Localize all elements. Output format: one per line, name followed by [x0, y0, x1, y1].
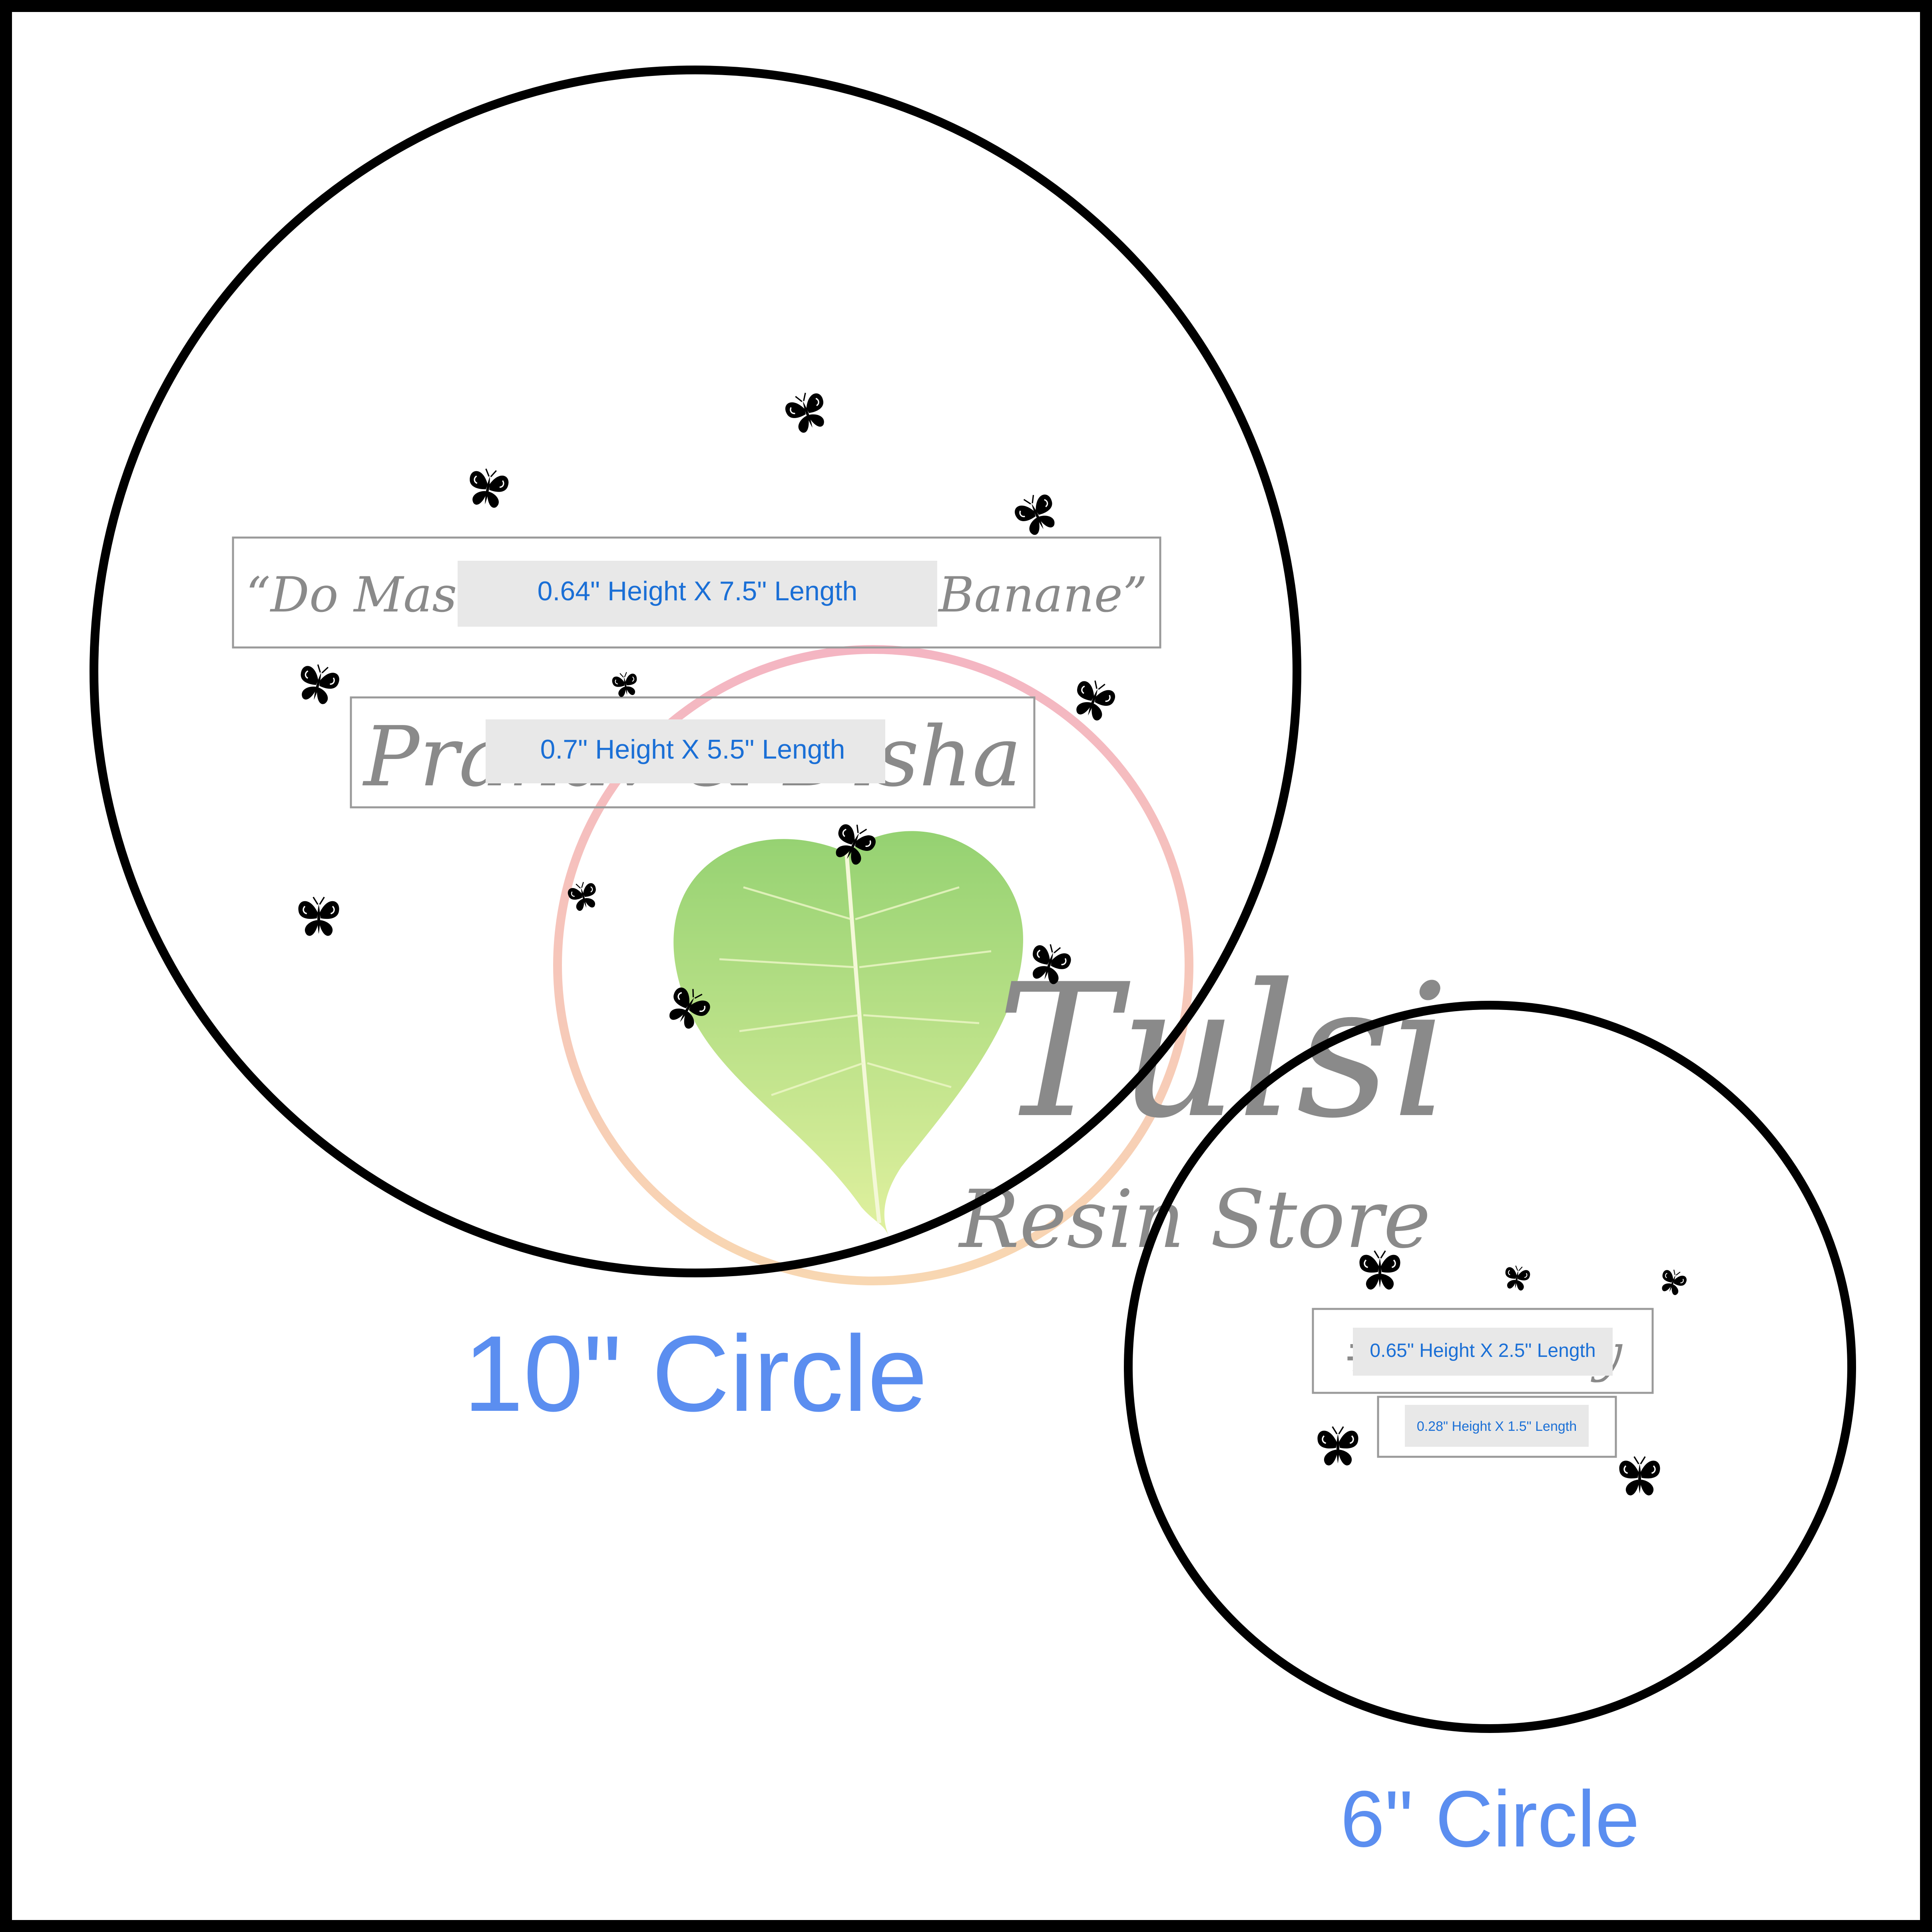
hashtag-text-box: [1312, 1308, 1654, 1394]
hashtag-dimension-badge: [1353, 1328, 1613, 1376]
names-dimension-label: 0.7" Height X 5.5" Length: [540, 734, 845, 765]
quote-dimension-label: 0.64" Height X 7.5" Length: [538, 576, 858, 606]
date-text-box: [1377, 1396, 1617, 1458]
hashtag-dimension-label: 0.65" Height X 2.5" Length: [1370, 1340, 1595, 1361]
date-dimension-badge: [1405, 1405, 1589, 1447]
small-circle-outline: [1124, 1001, 1856, 1733]
quote-dimension-badge: [458, 561, 937, 627]
peepal-leaf-icon: [673, 831, 1023, 1237]
small-circle-caption: 6" Circle: [1340, 1775, 1640, 1864]
date-dimension-label: 0.28" Height X 1.5" Length: [1417, 1419, 1577, 1434]
large-circle-caption: 10" Circle: [463, 1314, 927, 1434]
large-circle-outline: [90, 66, 1301, 1277]
watermark-ring: [553, 645, 1193, 1285]
watermark-brand-subtitle: Resin Store: [958, 1173, 1431, 1266]
large-circle-group: “Do Mastane Chale Zindagi Banane” 0.64" …: [90, 66, 1301, 1434]
small-circle-group: #PD Story 0.65" Height X 2.5" Length 7.1…: [1124, 1001, 1856, 1864]
names-dimension-badge: [486, 719, 885, 783]
quote-text-box: [232, 536, 1161, 649]
watermark: Tulsi Resin Store: [553, 645, 1450, 1285]
names-text-box: [350, 696, 1036, 809]
